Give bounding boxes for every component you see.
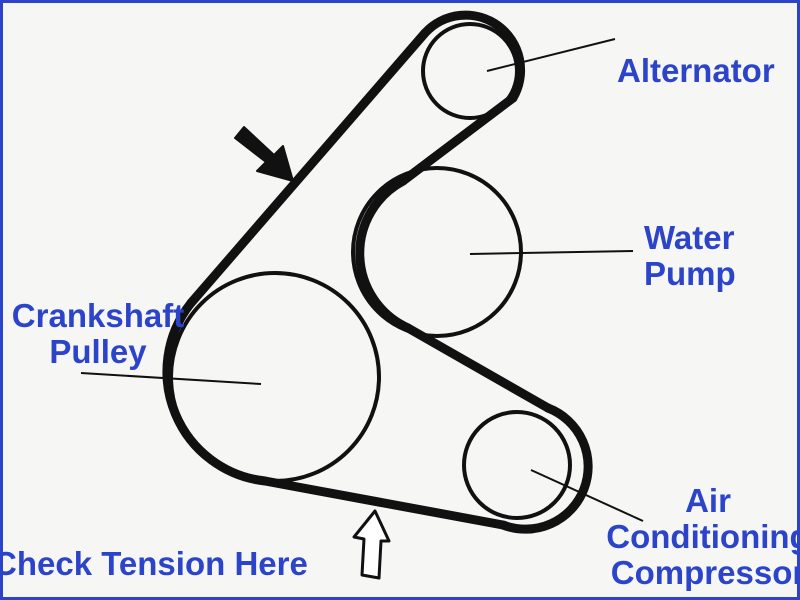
drive-belt bbox=[162, 10, 593, 534]
water-pump-label: Water Pump bbox=[644, 220, 736, 292]
alternator-pulley bbox=[421, 22, 519, 120]
belt-routing-diagram bbox=[80, 10, 644, 580]
solid-arrow-icon bbox=[234, 126, 294, 182]
ac-compressor-label: Air Conditioning Compressor bbox=[603, 482, 800, 591]
water-pump-pulley bbox=[351, 166, 523, 338]
alternator-label-text: Alternator bbox=[617, 52, 775, 89]
belt-pump-to-ac bbox=[403, 323, 553, 413]
belt-wrap-alt bbox=[420, 10, 526, 103]
water-pump-label-line2: Pump bbox=[644, 255, 736, 292]
ac-label-line3: Compressor bbox=[610, 554, 800, 591]
check-tension-text: Check Tension Here bbox=[0, 545, 308, 582]
crankshaft-label-line1: Crankshaft bbox=[11, 297, 185, 334]
crankshaft-label: Crankshaft Pulley bbox=[3, 297, 203, 370]
belt-wrap-pump bbox=[355, 176, 413, 333]
ac-compressor-pulley bbox=[462, 410, 572, 520]
check-tension-label: Check Tension Here bbox=[0, 545, 308, 582]
outline-arrow-icon bbox=[352, 509, 391, 580]
crankshaft-label-line2: Pulley bbox=[49, 333, 147, 370]
leader-crankshaft bbox=[80, 372, 262, 385]
water-pump-label-line1: Water bbox=[644, 219, 735, 256]
crankshaft-pulley bbox=[169, 271, 381, 483]
belt-left-run bbox=[186, 28, 430, 308]
belt-bottom-run bbox=[260, 476, 508, 530]
leader-ac bbox=[530, 469, 644, 522]
ac-label-line1: Air bbox=[685, 482, 731, 519]
leader-alternator bbox=[486, 38, 616, 72]
ac-label-line2: Conditioning bbox=[606, 518, 800, 555]
leader-water-pump bbox=[469, 250, 634, 255]
alternator-label: Alternator bbox=[617, 53, 775, 89]
belt-wrap-ac bbox=[498, 403, 593, 534]
